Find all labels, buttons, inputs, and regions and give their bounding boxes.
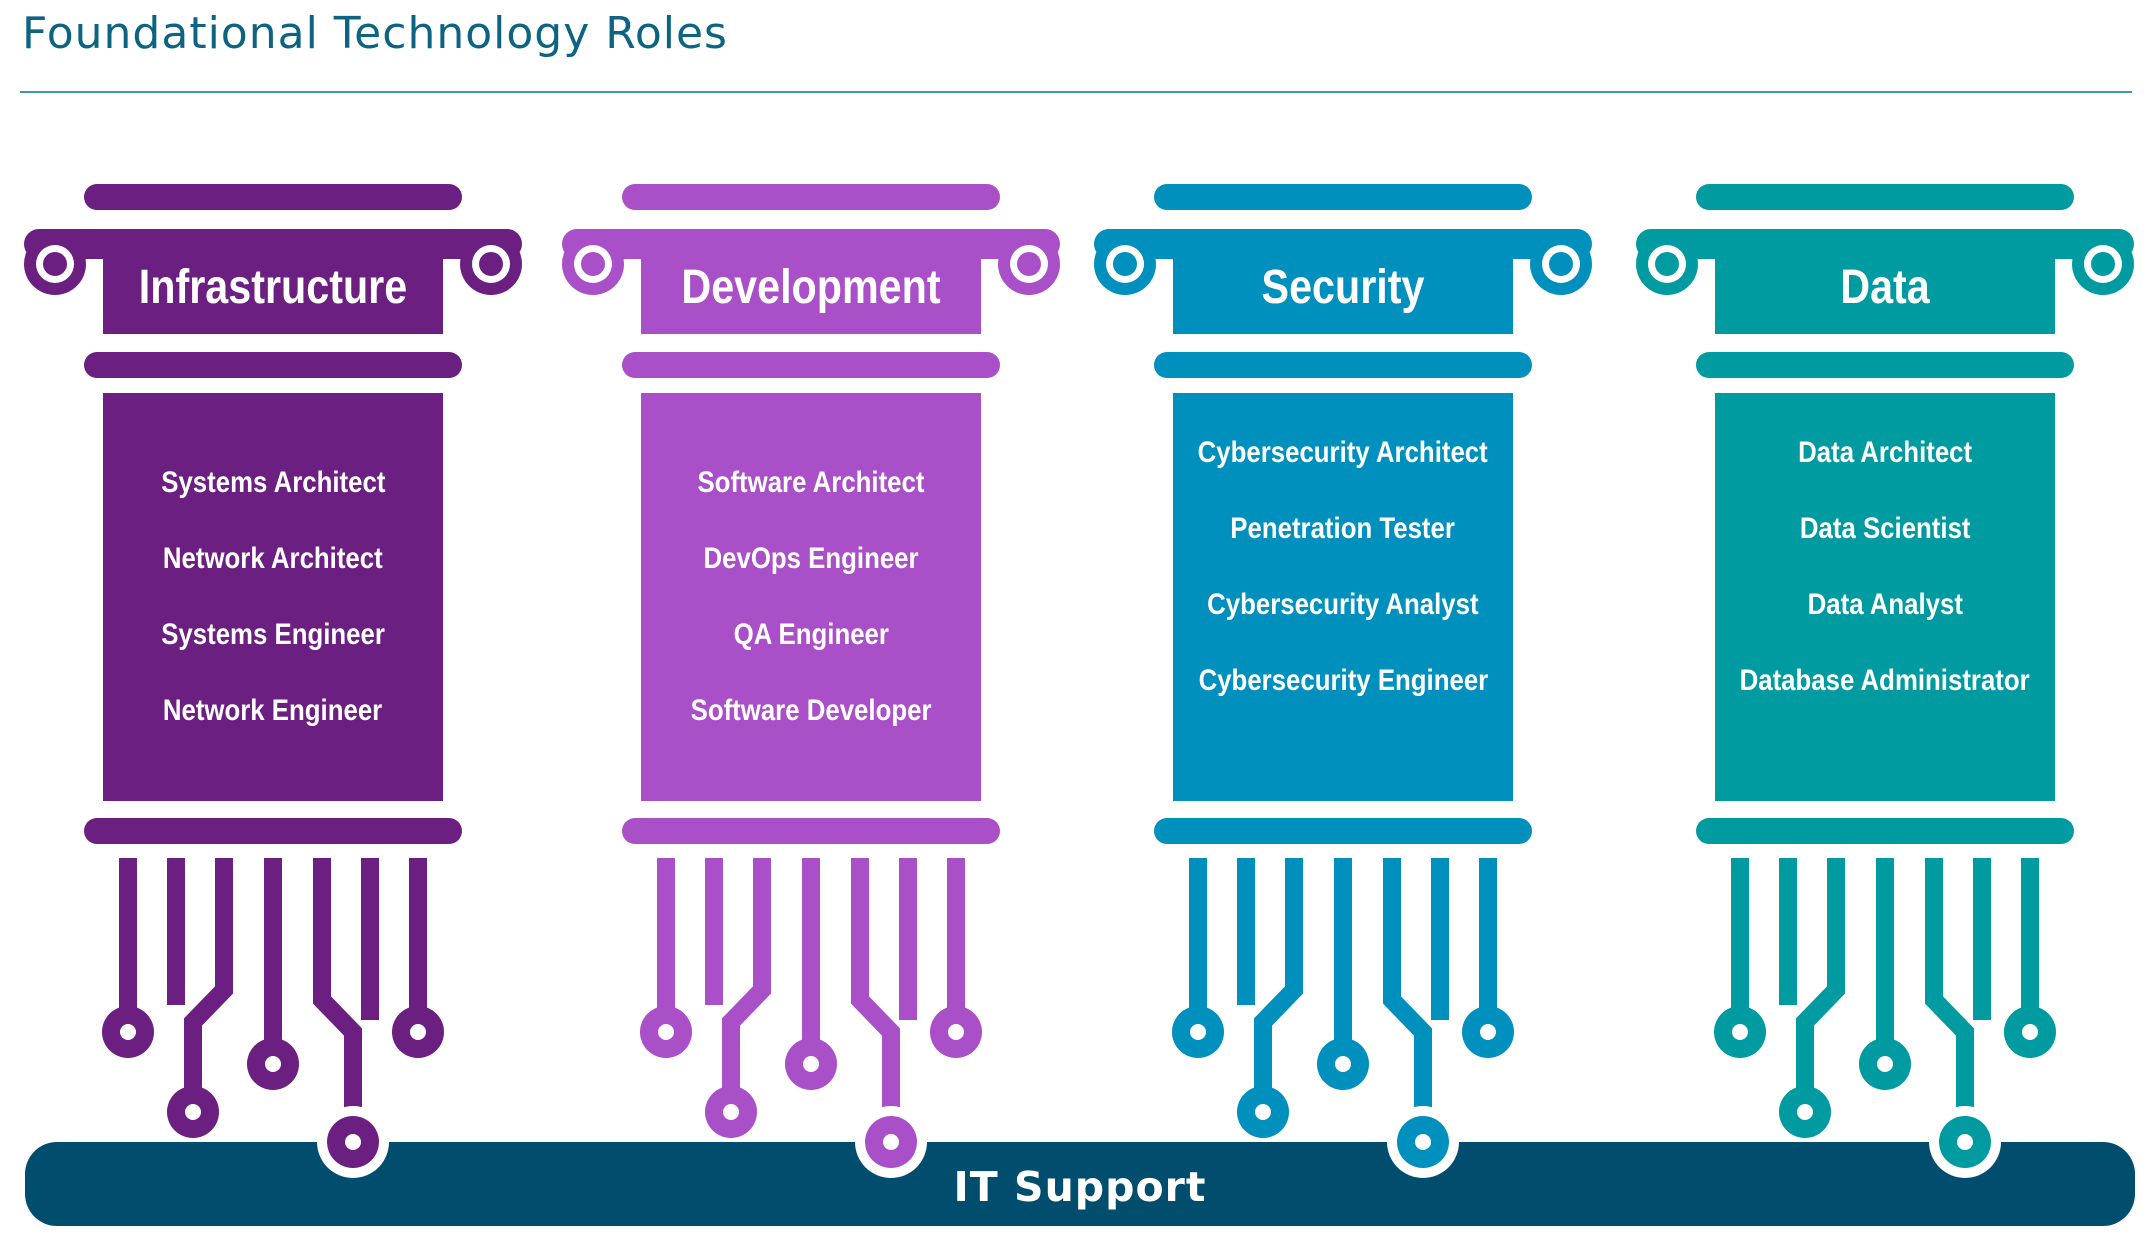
circuit-node-center — [2022, 1024, 2038, 1040]
circuit-node-center — [1797, 1104, 1813, 1120]
role-item: Network Architect — [163, 542, 383, 575]
scroll-volute-dot — [43, 252, 67, 276]
circuit-node-center — [265, 1056, 281, 1072]
pillar-neck-bar — [1696, 352, 2074, 378]
role-item: DevOps Engineer — [703, 542, 919, 575]
circuit-node-center — [658, 1024, 674, 1040]
role-item: Penetration Tester — [1230, 512, 1456, 545]
pillar-header-block — [1715, 250, 2055, 334]
it-support-label: IT Support — [953, 1163, 1207, 1211]
circuit-trace — [1383, 858, 1432, 1118]
role-item: Systems Engineer — [161, 618, 385, 651]
pillar-shaft — [641, 393, 981, 801]
circuit-node-center — [1732, 1024, 1748, 1040]
pillar-header-block — [103, 250, 443, 334]
circuit-node-center — [1335, 1056, 1351, 1072]
pillar-development — [562, 184, 1060, 1178]
role-item: Data Architect — [1798, 436, 1972, 469]
circuit-node-center — [948, 1024, 964, 1040]
pillar-neck-bar — [84, 352, 462, 378]
circuit-node-center — [1415, 1134, 1431, 1150]
circuit-node-center — [120, 1024, 136, 1040]
role-list-data: Data Architect Data Scientist Data Analy… — [1715, 393, 2055, 801]
circuit-node-center — [185, 1104, 201, 1120]
role-item: Cybersecurity Analyst — [1207, 588, 1479, 621]
pillar-title-data: Data — [1840, 261, 1930, 314]
scroll-volute-dot — [1549, 252, 1573, 276]
circuit-node-center — [1190, 1024, 1206, 1040]
role-list-security: Cybersecurity Architect Penetration Test… — [1173, 393, 1513, 801]
role-item: Data Scientist — [1799, 512, 1971, 545]
circuit-node-center — [410, 1024, 426, 1040]
pillar-base-bar — [84, 818, 462, 844]
pillar-shaft — [1173, 393, 1513, 801]
role-item: Database Administrator — [1739, 664, 2031, 697]
pillar-base-bar — [622, 818, 1000, 844]
pillar-header-block — [641, 250, 981, 334]
pillar-title-infrastructure: Infrastructure — [138, 261, 408, 314]
role-list-infrastructure: Systems Architect Network Architect Syst… — [103, 393, 443, 801]
pillar-top-bar — [1696, 184, 2074, 210]
pillar-security — [1094, 184, 1592, 1178]
role-item: Data Analyst — [1807, 588, 1963, 621]
scroll-volute-dot — [1017, 252, 1041, 276]
circuit-trace — [1254, 858, 1303, 1088]
pillar-base-bar — [1154, 818, 1532, 844]
it-support-base — [25, 1142, 2135, 1226]
circuit-node-center — [803, 1056, 819, 1072]
circuit-node-center — [883, 1134, 899, 1150]
pillar-top-bar — [1154, 184, 1532, 210]
pillar-shaft — [103, 393, 443, 801]
circuit-trace — [184, 858, 233, 1088]
role-item: Systems Architect — [160, 466, 386, 499]
circuit-trace — [722, 858, 771, 1088]
page-title: Foundational Technology Roles — [22, 8, 728, 59]
scroll-volute-dot — [1655, 252, 1679, 276]
scroll-volute-dot — [479, 252, 503, 276]
role-item: Cybersecurity Architect — [1197, 436, 1489, 469]
pillar-neck-bar — [622, 352, 1000, 378]
circuit-node-center — [1480, 1024, 1496, 1040]
scroll-volute-dot — [2091, 252, 2115, 276]
role-item: Cybersecurity Engineer — [1198, 664, 1488, 697]
pillar-title-development: Development — [681, 261, 941, 314]
role-item: QA Engineer — [733, 618, 889, 651]
circuit-node-center — [345, 1134, 361, 1150]
title-divider — [20, 91, 2132, 93]
pillar-title-security: Security — [1261, 261, 1425, 314]
pillar-base-bar — [1696, 818, 2074, 844]
pillar-neck-bar — [1154, 352, 1532, 378]
pillar-infrastructure — [24, 184, 522, 1178]
role-item: Software Developer — [690, 694, 932, 727]
pillar-data — [1636, 184, 2134, 1178]
pillar-header-block — [1173, 250, 1513, 334]
circuit-node-center — [1957, 1134, 1973, 1150]
circuit-trace — [313, 858, 362, 1118]
scroll-volute-dot — [581, 252, 605, 276]
pillar-shaft — [1715, 393, 2055, 801]
role-item: Network Engineer — [163, 694, 383, 727]
circuit-trace — [1925, 858, 1974, 1118]
role-item: Software Architect — [697, 466, 925, 499]
circuit-trace — [1796, 858, 1845, 1088]
scroll-volute-dot — [1113, 252, 1137, 276]
circuit-node-center — [723, 1104, 739, 1120]
pillar-top-bar — [84, 184, 462, 210]
pillar-top-bar — [622, 184, 1000, 210]
circuit-trace — [851, 858, 900, 1118]
role-list-development: Software Architect DevOps Engineer QA En… — [641, 393, 981, 801]
circuit-node-center — [1877, 1056, 1893, 1072]
circuit-node-center — [1255, 1104, 1271, 1120]
